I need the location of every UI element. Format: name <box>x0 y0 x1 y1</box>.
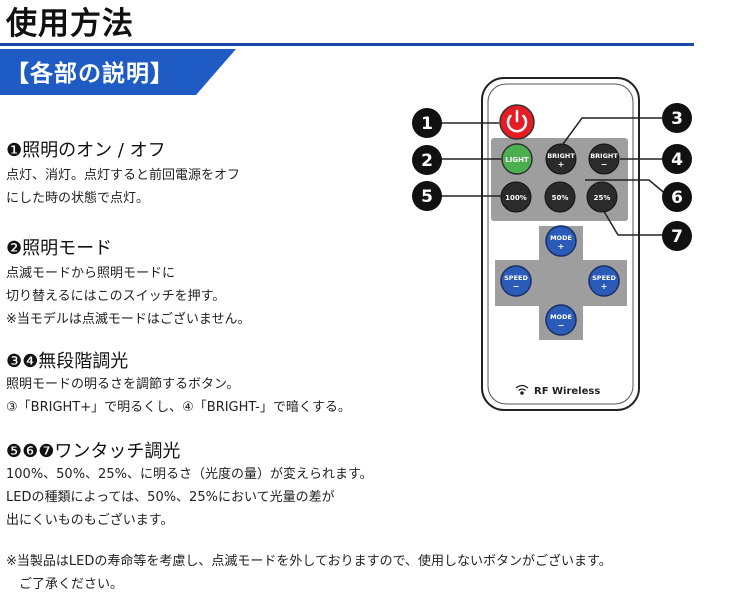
section-body-mode: 点滅モードから照明モードに 切り替えるにはこのスイッチを押す。 ※当モデルは点滅… <box>6 266 251 327</box>
callout-1: 1 <box>412 108 442 138</box>
footnote: ※当製品はLEDの寿命等を考慮し、点滅モードを外しておりますので、使用しないボタ… <box>6 554 612 592</box>
section-heading-mode: ❷照明モード <box>6 238 113 259</box>
svg-text:+: + <box>601 282 608 291</box>
mode-plus-label: MODE <box>550 234 572 242</box>
bright-minus-label: BRIGHT <box>590 152 618 160</box>
speed-plus-button[interactable]: SPEED + <box>588 265 620 297</box>
brand-label: RF Wireless <box>534 386 600 397</box>
svg-text:+: + <box>558 242 565 251</box>
callout-3: 3 <box>662 103 692 133</box>
callout-2: 2 <box>412 145 442 175</box>
section-banner <box>0 49 236 95</box>
callout-6: 6 <box>662 182 692 212</box>
power-button[interactable] <box>499 104 535 140</box>
svg-text:5: 5 <box>421 187 433 207</box>
svg-text:4: 4 <box>671 150 683 170</box>
svg-text:6: 6 <box>671 188 683 208</box>
minus-sign: − <box>601 160 608 169</box>
power-icon <box>506 109 528 133</box>
bright-plus-button[interactable]: BRIGHT + <box>545 143 577 175</box>
p100-label: 100% <box>505 194 527 202</box>
light-label: LIGHT <box>505 156 529 164</box>
svg-text:−: − <box>513 282 520 291</box>
mode-plus-button[interactable]: MODE + <box>545 225 577 257</box>
light-button[interactable]: LIGHT <box>501 143 533 175</box>
title-underline <box>0 43 694 46</box>
remote-diagram: LIGHT BRIGHT + BRIGHT − 100% 50% 25% MOD… <box>412 77 692 411</box>
bright-minus-button[interactable]: BRIGHT − <box>588 143 620 175</box>
plus-sign: + <box>558 160 565 169</box>
svg-text:3: 3 <box>671 109 683 129</box>
callout-5: 5 <box>412 181 442 211</box>
banner-label: 【各部の説明】 <box>6 61 174 87</box>
wireless-icon <box>515 384 529 395</box>
p50-label: 50% <box>552 194 569 202</box>
section-body-onetouch: 100%、50%、25%、に明るさ（光度の量）が変えられます。 LEDの種類によ… <box>6 467 373 528</box>
svg-text:1: 1 <box>421 114 433 134</box>
speed-minus-button[interactable]: SPEED − <box>500 265 532 297</box>
section-body-dimming: 照明モードの明るさを調節するボタン。 ③「BRIGHT+」で明るくし、④「BRI… <box>6 377 351 415</box>
bright-plus-label: BRIGHT <box>547 152 575 160</box>
section-heading-dimming: ❸❹無段階調光 <box>6 351 129 372</box>
brightness-50-button[interactable]: 50% <box>544 181 576 213</box>
mode-minus-button[interactable]: MODE − <box>545 304 577 336</box>
section-body-power: 点灯、消灯。点灯すると前回電源をオフ にした時の状態で点灯。 <box>6 168 241 206</box>
callout-7: 7 <box>662 221 692 251</box>
section-heading-power: ❶照明のオン / オフ <box>6 140 166 161</box>
section-heading-onetouch: ❺❻❼ワンタッチ調光 <box>6 441 181 462</box>
svg-text:2: 2 <box>421 151 433 171</box>
speed-plus-label: SPEED <box>592 274 616 282</box>
mode-minus-label: MODE <box>550 313 572 321</box>
svg-text:−: − <box>558 321 565 330</box>
p25-label: 25% <box>594 194 611 202</box>
speed-minus-label: SPEED <box>504 274 528 282</box>
page-title: 使用方法 <box>6 6 134 42</box>
brightness-100-button[interactable]: 100% <box>500 181 532 213</box>
svg-text:7: 7 <box>671 227 683 247</box>
callout-4: 4 <box>662 144 692 174</box>
brightness-25-button[interactable]: 25% <box>586 181 618 213</box>
